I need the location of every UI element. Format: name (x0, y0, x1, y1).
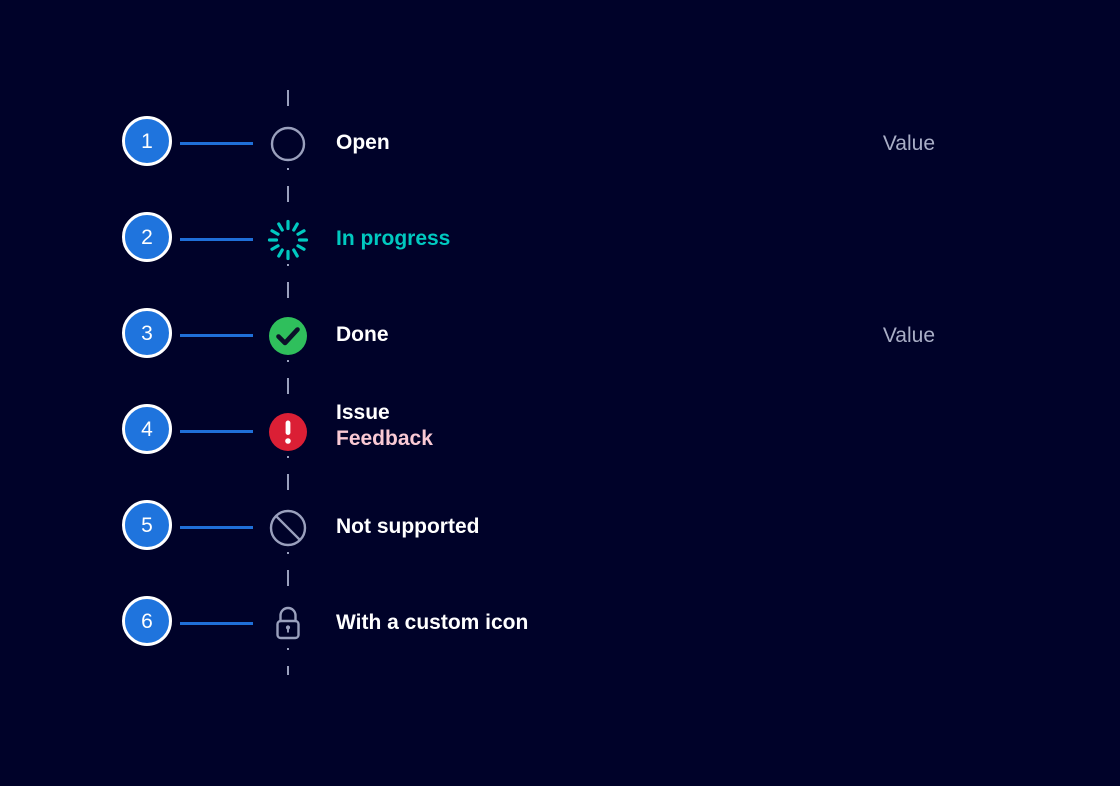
step-number-label: 5 (141, 513, 153, 537)
status-label-block: Not supported (336, 514, 479, 540)
status-label-block: Done (336, 322, 389, 348)
step-number-label: 1 (141, 129, 153, 153)
circle-outline-icon (270, 126, 306, 162)
exclamation-circle-icon (269, 413, 307, 451)
lock-icon (276, 606, 300, 640)
status-icon-issue[interactable] (264, 408, 312, 456)
status-icon-open[interactable] (264, 120, 312, 168)
badge-connector-line (180, 334, 253, 337)
status-label: With a custom icon (336, 611, 529, 634)
status-icon-done[interactable] (264, 312, 312, 360)
step-number-badge[interactable]: 6 (122, 596, 172, 646)
status-label: Not supported (336, 515, 480, 538)
step-number-label: 4 (141, 417, 153, 441)
status-label-block: Open (336, 130, 390, 156)
row-value: Value (882, 132, 935, 155)
step-number-label: 6 (141, 609, 153, 633)
row-value: Value (882, 324, 935, 347)
no-entry-icon (269, 509, 307, 547)
status-label: Done (336, 323, 389, 346)
step-number-badge[interactable]: 4 (122, 404, 172, 454)
badge-connector-line (180, 526, 253, 529)
status-icon-in-progress[interactable] (264, 216, 312, 264)
step-number-label: 3 (141, 321, 153, 345)
step-number-label: 2 (141, 225, 153, 249)
status-label: In progress (336, 227, 451, 250)
status-label-block: With a custom icon (336, 610, 528, 636)
status-label: Issue (336, 401, 390, 424)
step-number-badge[interactable]: 5 (122, 500, 172, 550)
badge-connector-line (180, 142, 253, 145)
status-label: Open (336, 131, 390, 154)
badge-connector-line (180, 430, 253, 433)
spinner-icon (267, 219, 309, 261)
check-circle-icon (269, 317, 307, 355)
timeline-spine (287, 90, 289, 675)
status-label-block: Issue Feedback (336, 400, 433, 453)
badge-connector-line (180, 238, 253, 241)
status-icon-not-supported[interactable] (264, 504, 312, 552)
step-number-badge[interactable]: 2 (122, 212, 172, 262)
step-number-badge[interactable]: 3 (122, 308, 172, 358)
status-sublabel: Feedback (336, 427, 433, 451)
status-label-block: In progress (336, 226, 450, 252)
step-number-badge[interactable]: 1 (122, 116, 172, 166)
badge-connector-line (180, 622, 253, 625)
status-icon-custom[interactable] (264, 600, 312, 648)
